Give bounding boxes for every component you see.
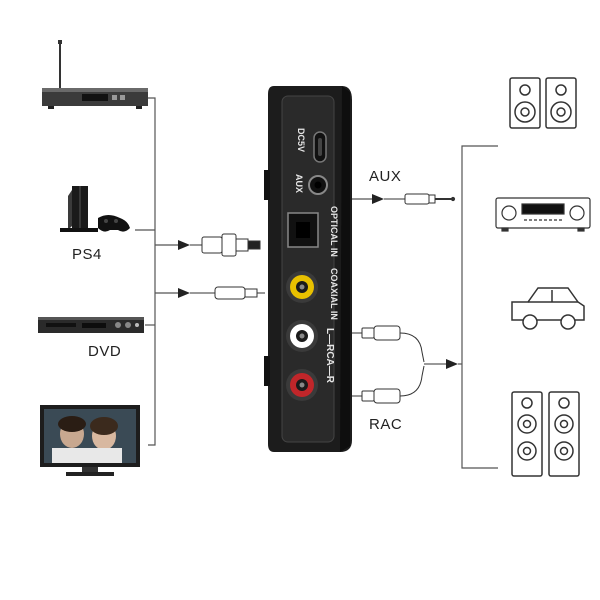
rca-output-label: RAC bbox=[369, 416, 403, 433]
source-bracket-line bbox=[135, 97, 178, 446]
coaxial-port-label: COAXIAL IN bbox=[329, 268, 339, 320]
input-arrows bbox=[178, 240, 190, 298]
av-receiver-icon bbox=[495, 197, 591, 232]
car-icon bbox=[511, 287, 585, 330]
dc-port-label: DC5V bbox=[296, 128, 306, 153]
bookshelf-speakers-icon bbox=[509, 77, 577, 129]
converter-device bbox=[264, 86, 352, 452]
optical-plug-icon bbox=[190, 233, 261, 257]
rca-arrow-icon bbox=[446, 359, 458, 369]
aux-plug-icon bbox=[384, 193, 456, 205]
ps4-label: PS4 bbox=[72, 246, 102, 263]
rca-plugs-icon bbox=[352, 325, 446, 404]
aux-output-label: AUX bbox=[369, 168, 402, 185]
optical-arrow-icon bbox=[178, 240, 190, 250]
coaxial-plug-icon bbox=[190, 286, 265, 300]
rca-port-label: L—RCA—R bbox=[324, 328, 335, 383]
floor-speakers-icon bbox=[511, 391, 580, 477]
tv-icon bbox=[40, 405, 140, 476]
aux-port-label: AUX bbox=[294, 174, 304, 194]
coaxial-arrow-icon bbox=[178, 288, 190, 298]
aux-arrow-icon bbox=[372, 194, 384, 204]
dvd-player-icon bbox=[38, 317, 144, 333]
dvd-label: DVD bbox=[88, 343, 122, 360]
output-bracket-line bbox=[458, 145, 498, 469]
set-top-box-icon bbox=[42, 40, 148, 109]
ps4-console-icon bbox=[60, 186, 130, 232]
optical-port-label: OPTICAL IN bbox=[329, 206, 339, 257]
